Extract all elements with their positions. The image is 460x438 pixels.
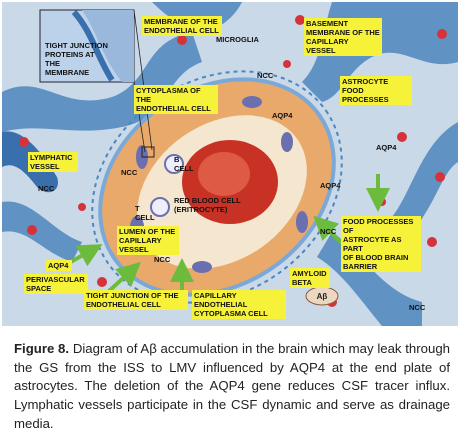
label-ncc-3: NCC [38, 184, 55, 193]
label-t-cell: T CELL [135, 204, 155, 222]
label-aqp4-4: AQP4 [46, 260, 72, 271]
amyloid-beta-symbol: Aβ [317, 292, 328, 301]
label-astrocyte-food: ASTROCYTE FOOD PROCESSES [340, 76, 412, 105]
inset-connector-2 [133, 9, 153, 151]
t-cell [150, 197, 170, 217]
label-ncc-2: NCC [121, 168, 138, 177]
b-cell [164, 154, 184, 174]
diagram-figure: Aβ TIGHT JUNCTION PROTEINS AT THE MEMBRA… [2, 2, 458, 326]
red-blood-cell-highlight [198, 152, 250, 196]
label-lymphatic-vessel: LYMPHATIC VESSEL [28, 152, 78, 172]
caption-text: Diagram of Aβ accumulation in the brain … [14, 341, 450, 431]
label-ncc-1: NCC [257, 71, 274, 80]
diagram-illustration: Aβ [2, 2, 458, 326]
label-microglia: MICROGLIA [216, 35, 259, 44]
label-endothelial-membrane: MEMBRANE OF THE ENDOTHELIAL CELL [142, 16, 222, 36]
label-ncc-4: NCC [320, 227, 337, 236]
label-aqp4-3: AQP4 [320, 181, 341, 190]
label-food-processes-bbb: FOOD PROCESSES OF ASTROCYTE AS PART OF B… [341, 216, 421, 272]
label-tight-junction-membrane: TIGHT JUNCTION PROTEINS AT THE MEMBRANE [45, 41, 108, 77]
basement-membrane [91, 70, 343, 304]
inset-junction-strand [71, 9, 115, 82]
label-amyloid-beta: AMYLOID BETA [290, 268, 330, 288]
figure-label: Figure 8. [14, 341, 70, 357]
inset-membrane [82, 10, 134, 82]
label-capillary-cytoplasma: CAPILLARY ENDOTHELIAL CYTOPLASMA CELL [192, 290, 286, 319]
label-tight-junction-endo: TIGHT JUNCTION OF THE ENDOTHELIAL CELL [84, 290, 188, 310]
label-ncc-5: NCC [154, 255, 171, 264]
label-lumen: LUMEN OF THE CAPILLARY VESSEL [117, 226, 179, 255]
label-aqp4-1: AQP4 [272, 111, 293, 120]
label-red-blood-cell: RED BLOOD CELL (ERITROCYTE) [174, 196, 241, 214]
tight-junction-box [141, 146, 155, 158]
label-basement-membrane: BASEMENT MEMBRANE OF THE CAPILLARY VESSE… [304, 18, 382, 56]
figure-caption: Figure 8. Diagram of Aβ accumulation in … [14, 340, 450, 433]
label-b-cell: B CELL [174, 155, 194, 173]
label-ncc-6: NCC [409, 303, 426, 312]
label-aqp4-2: AQP4 [376, 143, 397, 152]
label-perivascular: PERIVASCULAR SPACE [24, 274, 88, 294]
label-cytoplasma-endothelial: CYTOPLASMA OF THE ENDOTHELIAL CELL [134, 85, 218, 114]
